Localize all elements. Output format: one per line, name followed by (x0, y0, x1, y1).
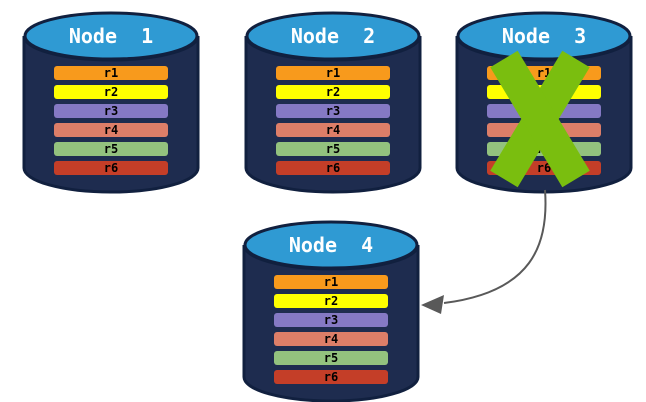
record-r3: r3 (274, 313, 388, 327)
record-r1: r1 (54, 66, 168, 80)
cylinder-top (245, 11, 421, 61)
record-r3: r3 (54, 104, 168, 118)
failure-x-icon (490, 50, 590, 187)
record-r1: r1 (274, 275, 388, 289)
node-label: Node 1 (68, 24, 154, 48)
node-1: Node 1 r1 r2 r3 r4 r5 r6 (21, 8, 201, 194)
node-4: Node 4 r1 r2 r3 r4 r5 r6 (241, 217, 421, 402)
record-r2: r2 (54, 85, 168, 99)
record-r2: r2 (276, 85, 390, 99)
record-r6: r6 (274, 370, 388, 384)
record-r6: r6 (276, 161, 390, 175)
record-r5: r5 (54, 142, 168, 156)
node-2: Node 2 r1 r2 r3 r4 r5 r6 (243, 8, 423, 194)
cylinder-top (243, 220, 419, 270)
record-r1: r1 (276, 66, 390, 80)
node-label: Node 2 (290, 24, 376, 48)
node-label: Node 3 (501, 24, 587, 48)
node-label: Node 4 (288, 233, 374, 257)
cylinder-top (23, 11, 199, 61)
record-r6: r6 (54, 161, 168, 175)
record-list: r1 r2 r3 r4 r5 r6 (274, 275, 388, 389)
node-3: Node 3 r1 r2 r3 r4 r5 r6 (454, 8, 634, 194)
record-r4: r4 (274, 332, 388, 346)
record-r3: r3 (276, 104, 390, 118)
record-list: r1 r2 r3 r4 r5 r6 (54, 66, 168, 180)
record-r5: r5 (276, 142, 390, 156)
arrow-head-icon (421, 295, 444, 314)
arrow-curve (443, 189, 547, 304)
record-r2: r2 (274, 294, 388, 308)
record-list: r1 r2 r3 r4 r5 r6 (276, 66, 390, 180)
cylinder-top (456, 11, 632, 61)
record-r4: r4 (276, 123, 390, 137)
record-r4: r4 (54, 123, 168, 137)
record-r5: r5 (274, 351, 388, 365)
